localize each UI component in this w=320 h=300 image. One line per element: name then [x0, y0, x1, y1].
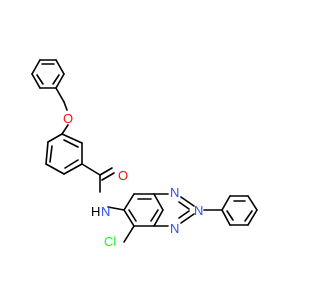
bond — [49, 145, 53, 163]
bond — [45, 141, 49, 165]
bond — [99, 167, 113, 176]
amide-hydrogen-label: H — [91, 204, 100, 219]
bond — [128, 209, 137, 222]
bond — [180, 196, 195, 207]
bond — [63, 163, 83, 175]
bond — [123, 225, 135, 243]
bond — [221, 195, 231, 211]
amide-nitrogen-label: N — [101, 204, 110, 219]
oxygen-carbonyl-label: O — [118, 168, 128, 183]
bond — [244, 210, 253, 222]
triazole-nitrogen-2-label: N — [194, 203, 203, 218]
triazole-nitrogen-1-label: N — [170, 185, 179, 200]
bond — [61, 133, 83, 144]
bond — [221, 209, 231, 226]
chlorine-label: Cl — [104, 234, 116, 249]
bond — [55, 87, 65, 103]
bond — [31, 73, 41, 89]
bond — [61, 124, 69, 135]
bond — [64, 159, 79, 169]
bond — [180, 213, 195, 224]
bond — [45, 163, 65, 175]
atom-label-layer: O O N H N N N Cl — [63, 111, 203, 249]
bond — [153, 193, 164, 211]
bond — [153, 209, 164, 227]
bond — [31, 59, 41, 75]
bond — [47, 133, 63, 143]
bond — [36, 74, 44, 85]
bond — [247, 209, 258, 226]
bond — [55, 59, 65, 75]
bond — [107, 206, 125, 211]
bond — [226, 210, 234, 221]
oxygen-ether-label: O — [63, 111, 73, 126]
molecule-structure: O O N H N N N Cl — [31, 59, 258, 249]
bond — [63, 101, 68, 111]
bond — [55, 73, 65, 89]
bond — [123, 209, 135, 227]
bond — [247, 195, 258, 211]
bond-layer — [31, 59, 258, 243]
bond — [81, 163, 101, 176]
bond — [101, 172, 115, 181]
bond — [52, 74, 60, 85]
bond — [150, 209, 159, 222]
triazole-nitrogen-3-label: N — [170, 221, 179, 236]
bond — [178, 201, 190, 210]
bond — [63, 139, 79, 148]
bond — [178, 210, 190, 219]
bond — [123, 193, 135, 211]
